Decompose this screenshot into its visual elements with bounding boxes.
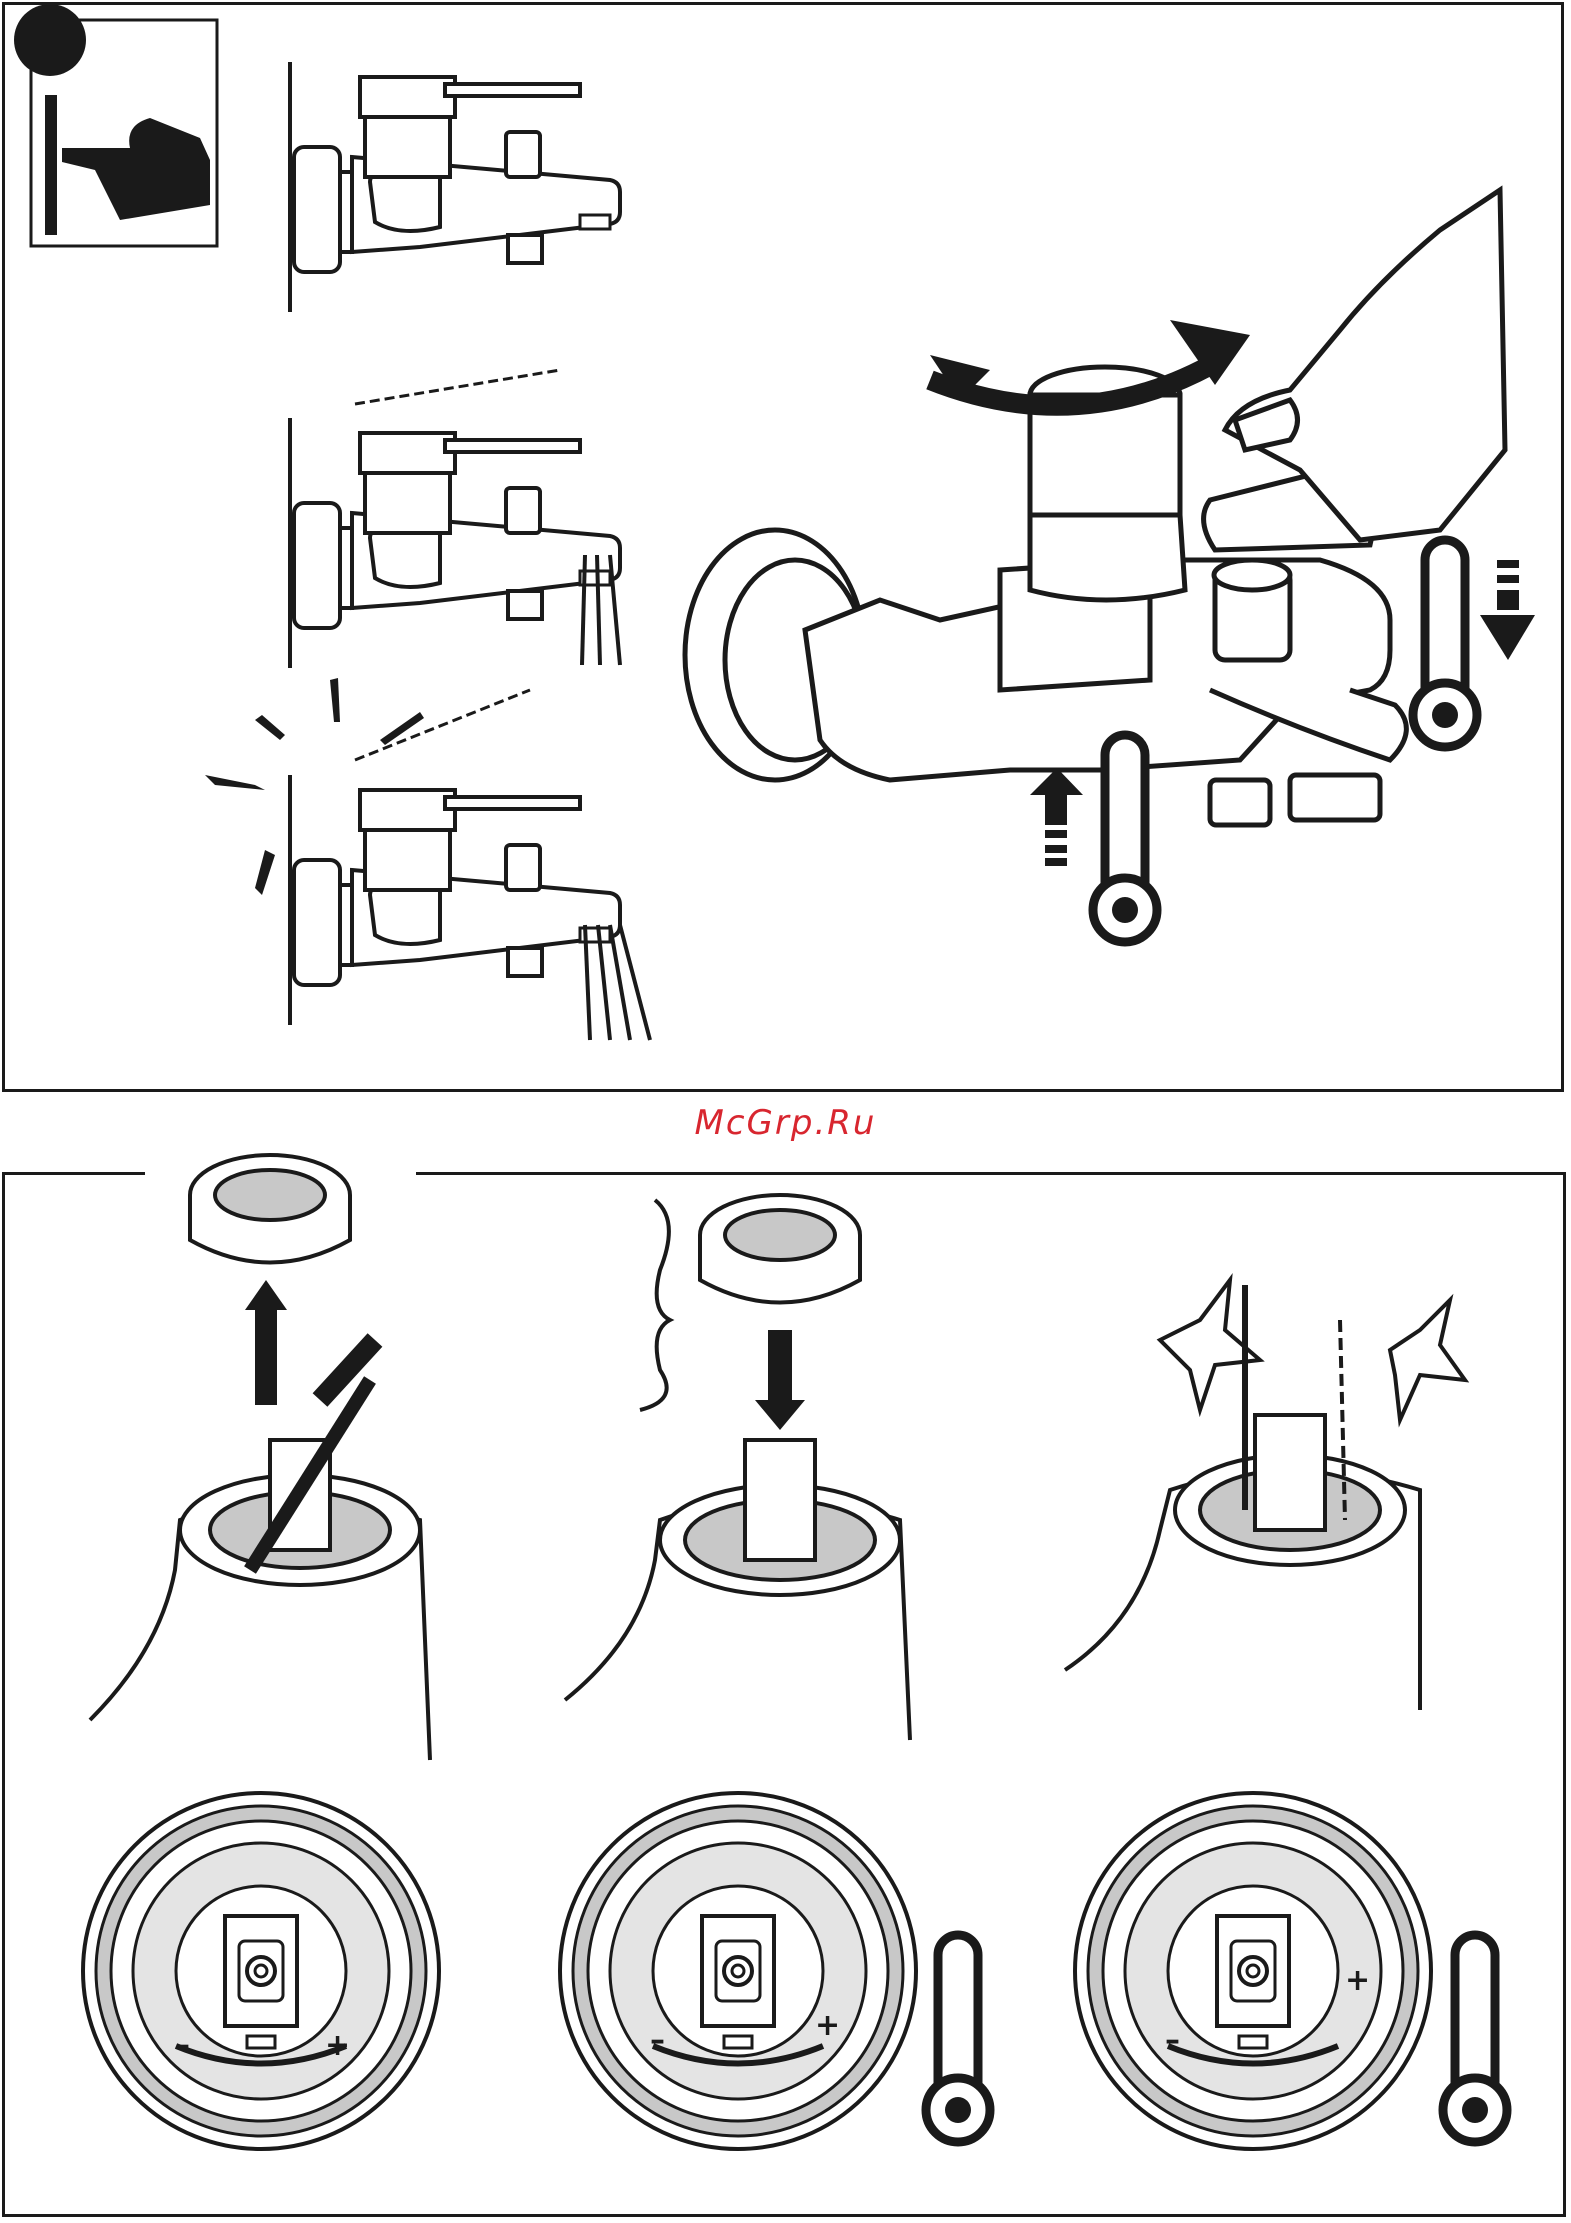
step2-limiter-ring xyxy=(640,1195,860,1410)
hand-icon xyxy=(1204,190,1505,550)
svg-text:–: – xyxy=(175,2028,190,2063)
dial-3-thermometer-icon xyxy=(1443,1935,1507,2142)
dial-2 xyxy=(560,1793,916,2149)
step2-cartridge xyxy=(565,1440,910,1740)
dial-1 xyxy=(83,1793,439,2149)
step3-spindle xyxy=(1065,1285,1420,1710)
step3-click-burst-icon xyxy=(1160,1280,1465,1420)
svg-text:–: – xyxy=(650,2023,665,2058)
step2-down-arrow-icon xyxy=(755,1330,805,1430)
faucet-full-open xyxy=(290,775,620,1025)
faucet-open xyxy=(290,418,620,668)
dial-3 xyxy=(1075,1793,1431,2149)
svg-text:–: – xyxy=(1165,2023,1180,2058)
temperature-down-arrow-icon xyxy=(1480,560,1535,660)
step-badge xyxy=(14,4,86,76)
step1-arrows-icon xyxy=(245,1280,375,1405)
hot-thermometer-icon xyxy=(1413,540,1477,747)
svg-text:+: + xyxy=(1345,1963,1370,1998)
faucet-closed xyxy=(290,62,620,312)
cold-thermometer-icon xyxy=(1093,735,1157,942)
step1-cartridge xyxy=(90,1380,430,1760)
svg-text:+: + xyxy=(815,2008,840,2043)
step1-limiter-ring xyxy=(190,1155,350,1263)
temperature-up-arrow-icon xyxy=(1030,768,1083,866)
dial-2-thermometer-icon xyxy=(926,1935,990,2142)
svg-text:+: + xyxy=(325,2028,350,2063)
